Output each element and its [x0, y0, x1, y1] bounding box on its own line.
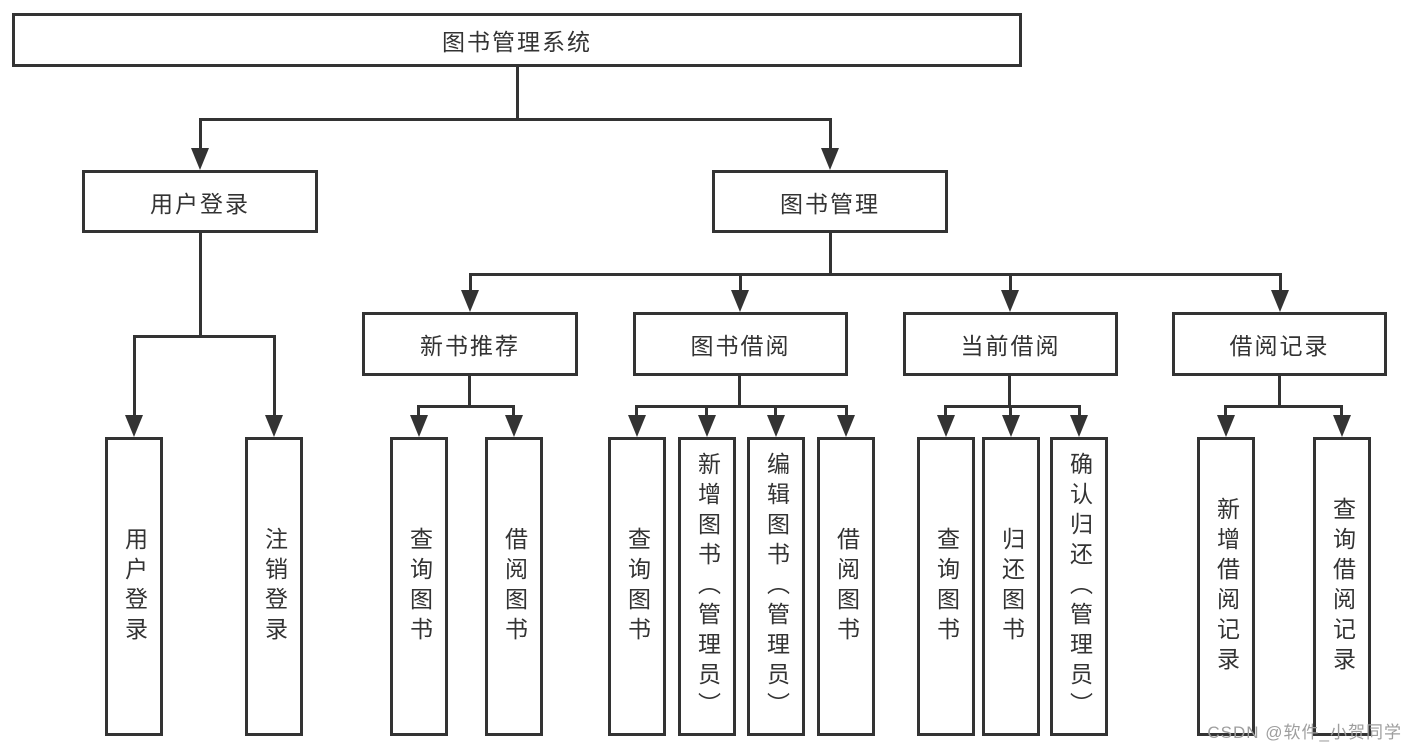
- node-label: 借阅记录: [1229, 333, 1330, 359]
- connector-vline: [468, 376, 471, 405]
- connector-vline: [739, 273, 742, 293]
- connector-vline: [635, 405, 638, 417]
- connector-hline: [199, 118, 832, 121]
- connector-hline: [469, 273, 1282, 276]
- node-label: 当前借阅: [960, 333, 1061, 359]
- arrow-down-icon: [731, 290, 749, 312]
- connector-vline: [1008, 376, 1011, 405]
- connector-vline: [1009, 405, 1012, 417]
- connector-hline: [635, 405, 848, 408]
- connector-vline: [516, 67, 519, 118]
- node-label: 确认归还（管理员）: [1066, 451, 1093, 722]
- arrow-down-icon: [1271, 290, 1289, 312]
- connector-vline: [1279, 273, 1282, 293]
- connector-vline: [273, 335, 276, 417]
- connector-vline: [199, 118, 202, 150]
- connector-vline: [469, 273, 472, 293]
- node-label: 借阅图书: [501, 526, 528, 647]
- connector-vline: [738, 376, 741, 405]
- node-query-borrow-record: 查询借阅记录: [1313, 437, 1371, 736]
- node-label: 图书借阅: [690, 333, 791, 359]
- node-label: 编辑图书（管理员）: [763, 451, 790, 722]
- node-label: 新增借阅记录: [1213, 496, 1240, 677]
- node-label: 图书管理系统: [442, 29, 592, 55]
- connector-vline: [829, 233, 832, 273]
- arrow-down-icon: [1002, 415, 1020, 437]
- node-label: 图书管理: [780, 190, 880, 217]
- arrow-down-icon: [837, 415, 855, 437]
- node-label: 查询图书: [933, 526, 960, 647]
- node-confirm-return-admin: 确认归还（管理员）: [1050, 437, 1108, 736]
- node-edit-book-admin: 编辑图书（管理员）: [747, 437, 805, 736]
- watermark: CSDN @软件_小贺同学: [1207, 723, 1402, 742]
- arrow-down-icon: [698, 415, 716, 437]
- node-label: 用户登录: [121, 526, 148, 647]
- node-current-borrowing: 当前借阅: [903, 312, 1118, 376]
- node-return-book: 归还图书: [982, 437, 1040, 736]
- node-label: 新增图书（管理员）: [694, 451, 721, 722]
- arrow-down-icon: [937, 415, 955, 437]
- arrow-down-icon: [1333, 415, 1351, 437]
- node-query-books-borrowing: 查询图书: [608, 437, 666, 736]
- node-book-management: 图书管理: [712, 170, 948, 233]
- node-library-management-system: 图书管理系统: [12, 13, 1022, 67]
- connector-vline: [1340, 405, 1343, 417]
- connector-vline: [1078, 405, 1081, 417]
- arrow-down-icon: [191, 148, 209, 170]
- node-user-login: 用户登录: [82, 170, 318, 233]
- arrow-down-icon: [461, 290, 479, 312]
- connector-hline: [133, 335, 276, 338]
- node-user-login-leaf: 用户登录: [105, 437, 163, 736]
- connector-vline: [845, 405, 848, 417]
- arrow-down-icon: [410, 415, 428, 437]
- node-label: 用户登录: [150, 190, 250, 217]
- arrow-down-icon: [767, 415, 785, 437]
- arrow-down-icon: [1001, 290, 1019, 312]
- arrow-down-icon: [125, 415, 143, 437]
- arrow-down-icon: [821, 148, 839, 170]
- node-book-borrowing: 图书借阅: [633, 312, 848, 376]
- arrow-down-icon: [628, 415, 646, 437]
- node-label: 注销登录: [261, 526, 288, 647]
- connector-vline: [705, 405, 708, 417]
- node-label: 借阅图书: [833, 526, 860, 647]
- connector-vline: [1224, 405, 1227, 417]
- node-borrow-books-recommend: 借阅图书: [485, 437, 543, 736]
- connector-vline: [944, 405, 947, 417]
- arrow-down-icon: [265, 415, 283, 437]
- connector-vline: [1009, 273, 1012, 293]
- connector-vline: [417, 405, 420, 417]
- connector-hline: [417, 405, 515, 408]
- connector-vline: [133, 335, 136, 417]
- connector-vline: [512, 405, 515, 417]
- node-query-books-recommend: 查询图书: [390, 437, 448, 736]
- connector-hline: [944, 405, 1081, 408]
- node-add-borrow-record: 新增借阅记录: [1197, 437, 1255, 736]
- connector-hline: [1224, 405, 1343, 408]
- arrow-down-icon: [1070, 415, 1088, 437]
- node-logout: 注销登录: [245, 437, 303, 736]
- node-query-books-current: 查询图书: [917, 437, 975, 736]
- connector-vline: [774, 405, 777, 417]
- arrow-down-icon: [505, 415, 523, 437]
- node-label: 查询图书: [406, 526, 433, 647]
- node-label: 新书推荐: [420, 333, 520, 359]
- connector-vline: [829, 118, 832, 150]
- node-borrow-books-leaf: 借阅图书: [817, 437, 875, 736]
- connector-vline: [199, 233, 202, 335]
- arrow-down-icon: [1217, 415, 1235, 437]
- node-label: 查询图书: [624, 526, 651, 647]
- connector-vline: [1278, 376, 1281, 405]
- node-borrowing-records: 借阅记录: [1172, 312, 1387, 376]
- node-add-book-admin: 新增图书（管理员）: [678, 437, 736, 736]
- node-label: 查询借阅记录: [1329, 496, 1356, 677]
- node-new-book-recommendation: 新书推荐: [362, 312, 578, 376]
- node-label: 归还图书: [998, 526, 1025, 647]
